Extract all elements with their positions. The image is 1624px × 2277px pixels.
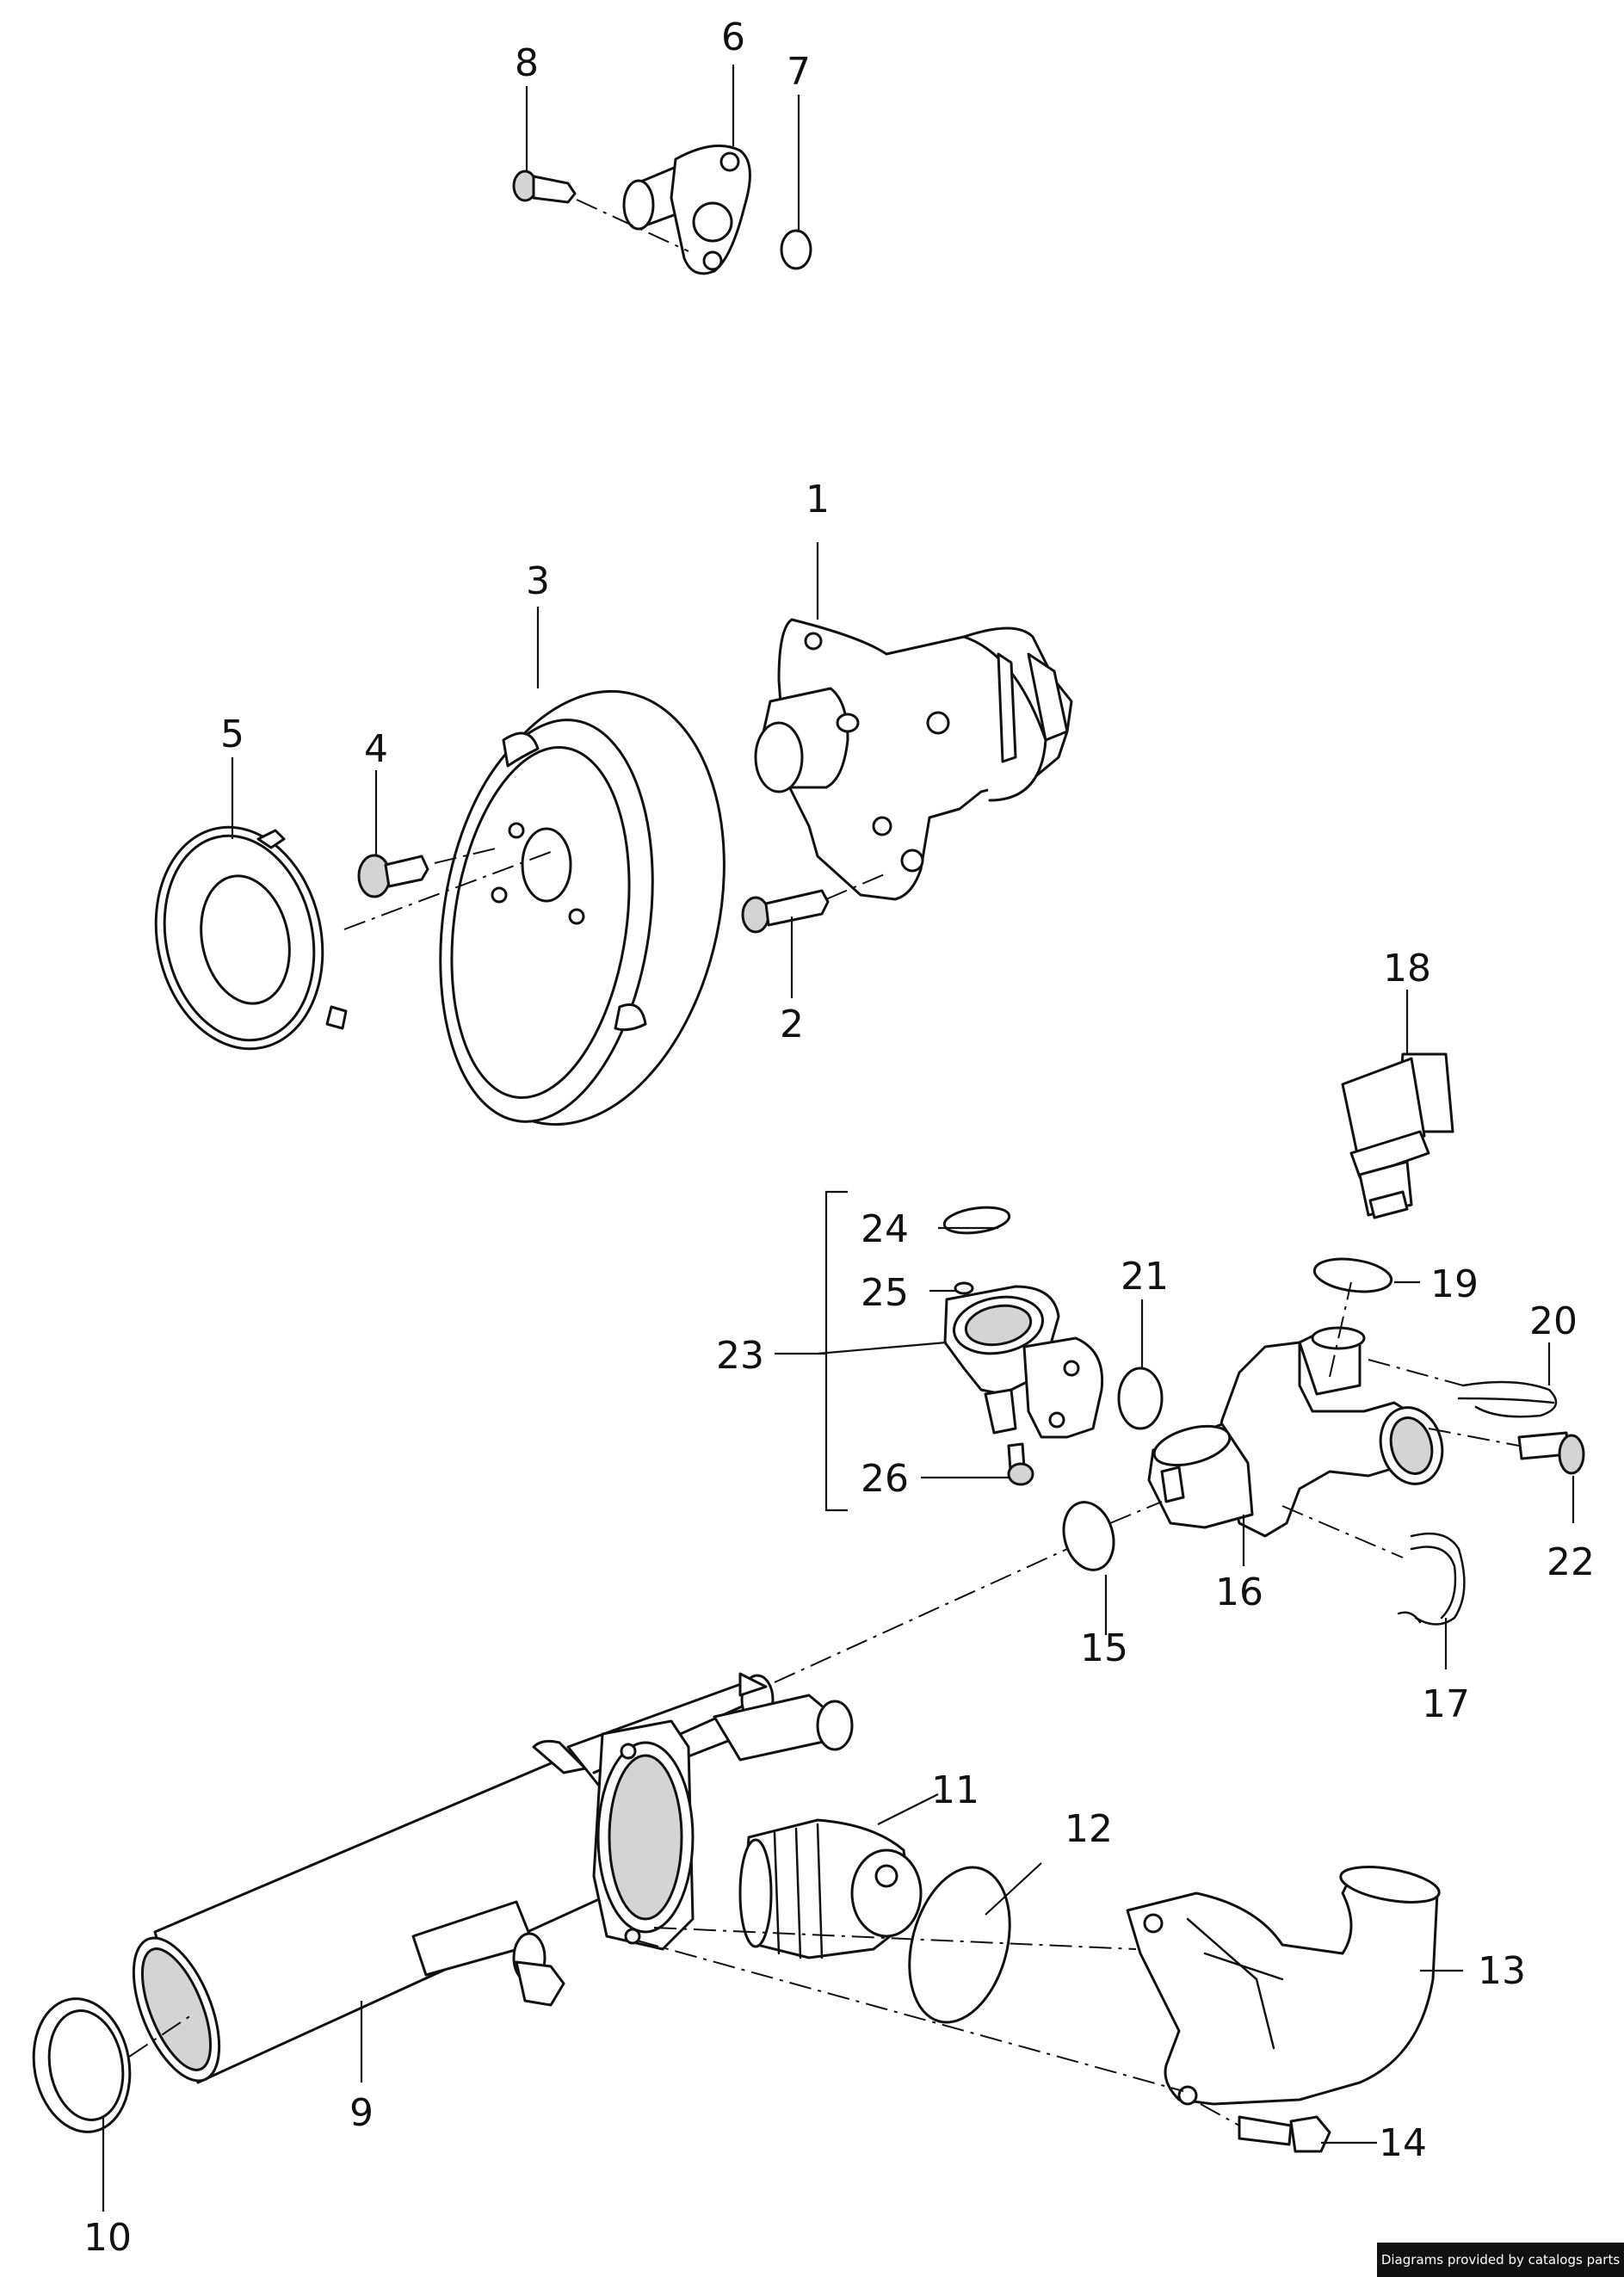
callout-26: 26 bbox=[861, 1457, 909, 1501]
part-19-oring bbox=[1312, 1257, 1393, 1293]
callout-21: 21 bbox=[1121, 1255, 1169, 1299]
leader-lines bbox=[102, 65, 1575, 2212]
callout-11: 11 bbox=[931, 1768, 979, 1812]
part-1-water-pump bbox=[754, 618, 1073, 901]
part-22-bolt bbox=[1517, 1431, 1585, 1475]
part-25-small-seal bbox=[954, 1281, 974, 1295]
part-2-bolt bbox=[741, 889, 830, 934]
part-13-elbow-housing bbox=[1126, 1866, 1441, 2106]
callout-19: 19 bbox=[1430, 1262, 1479, 1306]
callout-14: 14 bbox=[1379, 2121, 1427, 2165]
callout-24: 24 bbox=[861, 1207, 909, 1251]
part-17-clip bbox=[1397, 1532, 1466, 1626]
part-4-bolt bbox=[357, 854, 429, 898]
callout-20: 20 bbox=[1529, 1299, 1578, 1343]
callout-16: 16 bbox=[1215, 1570, 1263, 1614]
part-10-seal-ring bbox=[32, 1997, 132, 2133]
callout-17: 17 bbox=[1422, 1682, 1470, 1726]
part-16-coolant-pipe-junction bbox=[1147, 1326, 1444, 1538]
credit-banner: Diagrams provided by catalogs parts bbox=[1377, 2243, 1624, 2277]
callout-25: 25 bbox=[861, 1271, 909, 1315]
callout-3: 3 bbox=[526, 559, 550, 603]
part-5-seal-ring bbox=[154, 825, 348, 1051]
part-21-oring bbox=[1117, 1367, 1164, 1430]
callout-22: 22 bbox=[1547, 1540, 1595, 1584]
part-7-oring bbox=[780, 229, 812, 270]
part-26-bolt bbox=[1007, 1442, 1034, 1486]
part-24-oring bbox=[942, 1206, 1011, 1235]
part-12-gasket-ring bbox=[908, 1866, 1011, 2024]
callout-7: 7 bbox=[787, 50, 811, 94]
callout-9: 9 bbox=[349, 2091, 374, 2135]
part-20-clip bbox=[1457, 1380, 1558, 1418]
callout-12: 12 bbox=[1065, 1807, 1113, 1851]
part-3-pulley bbox=[439, 689, 726, 1126]
part-18-temperature-sender bbox=[1341, 1052, 1454, 1219]
credit-text: Diagrams provided by catalogs parts bbox=[1380, 2252, 1621, 2268]
callout-8: 8 bbox=[515, 41, 539, 85]
callout-15: 15 bbox=[1080, 1626, 1128, 1670]
part-11-thermostat bbox=[738, 1818, 923, 1959]
part-9-coolant-pipe bbox=[132, 1672, 854, 2084]
callout-1: 1 bbox=[806, 478, 830, 521]
callout-13: 13 bbox=[1478, 1949, 1526, 1993]
callout-2: 2 bbox=[780, 1003, 804, 1046]
part-6-flange-pipe bbox=[622, 144, 751, 275]
callout-5: 5 bbox=[220, 713, 244, 756]
part-15-oring bbox=[1062, 1501, 1115, 1571]
callout-6: 6 bbox=[721, 15, 745, 59]
callout-23: 23 bbox=[716, 1334, 764, 1378]
callout-4: 4 bbox=[364, 727, 388, 771]
callout-18: 18 bbox=[1383, 947, 1431, 990]
part-23-thermostat-housing bbox=[943, 1285, 1104, 1439]
part-8-bolt bbox=[512, 170, 577, 204]
part-14-bolt bbox=[1238, 2115, 1331, 2153]
callout-10: 10 bbox=[83, 2216, 132, 2260]
